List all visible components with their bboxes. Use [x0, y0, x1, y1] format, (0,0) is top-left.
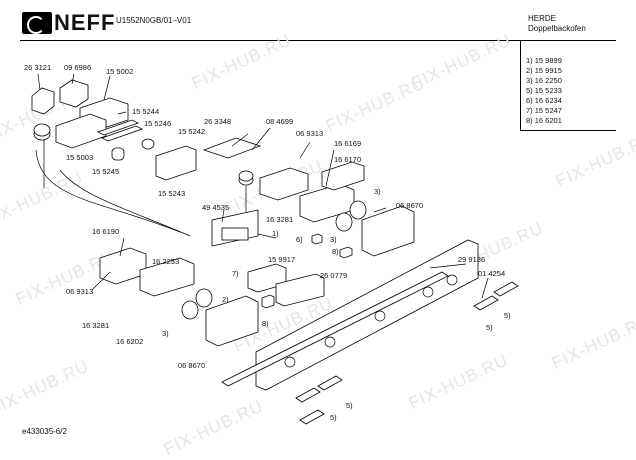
- part-label: 16 6169: [334, 139, 362, 148]
- holder-part: [59, 79, 89, 108]
- control-panel-lip: [221, 271, 449, 387]
- part-label: 16 3281: [82, 321, 110, 330]
- header-rule: [20, 40, 616, 41]
- knob-ring: [181, 300, 199, 320]
- part-label: 6): [296, 235, 303, 244]
- clip-part: [311, 233, 323, 245]
- part-label: 15 5246: [144, 119, 172, 128]
- part-label: 15 9917: [268, 255, 296, 264]
- switch-block: [55, 113, 107, 149]
- part-label: 5): [486, 323, 493, 332]
- part-label: 15 5242: [178, 127, 206, 136]
- part-label: 8): [332, 247, 339, 256]
- subcategory-title: Doppelbackofen: [528, 24, 586, 33]
- category-title: HERDE: [528, 14, 557, 23]
- spring-ring: [238, 170, 254, 182]
- part-label: 06 8670: [396, 201, 424, 210]
- legend-item: 3) 16 2250: [526, 76, 562, 85]
- switch-strip: [100, 125, 144, 142]
- knob-ring: [335, 212, 353, 232]
- clip-part: [261, 294, 275, 309]
- part-label: 15 5245: [92, 167, 120, 176]
- part-label: 16 2253: [152, 257, 180, 266]
- clock-display: [221, 227, 249, 241]
- knob-stem: [141, 138, 155, 150]
- part-label: 3): [330, 235, 337, 244]
- knob-small: [111, 147, 125, 161]
- part-label: 15 5243: [158, 189, 186, 198]
- panel-knob-hole: [374, 310, 386, 322]
- part-label: 06 9313: [66, 287, 94, 296]
- part-label: 2): [222, 295, 229, 304]
- legend-item: 2) 15 9915: [526, 66, 562, 75]
- neff-logo-mark: [22, 12, 52, 34]
- part-label: 26 3121: [24, 63, 52, 72]
- part-label: 26 0779: [320, 271, 348, 280]
- wire-harness: [35, 149, 181, 233]
- spring-ring: [33, 123, 51, 137]
- control-knob: [473, 295, 499, 311]
- part-label: 5): [330, 413, 337, 422]
- switch-housing: [259, 167, 309, 201]
- legend-item: 8) 16 6201: [526, 116, 562, 125]
- part-label: 09 6986: [64, 63, 92, 72]
- part-label: 5): [504, 311, 511, 320]
- part-label: 15 5244: [132, 107, 160, 116]
- control-knob: [317, 375, 343, 391]
- knob-ring: [349, 200, 367, 220]
- part-label: 16 6170: [334, 155, 362, 164]
- part-label: 5): [346, 401, 353, 410]
- part-label: 3): [374, 187, 381, 196]
- connector-block: [155, 145, 197, 181]
- parts-drawing: [31, 73, 519, 425]
- clip-part: [339, 246, 353, 259]
- part-label: 26 3348: [204, 117, 232, 126]
- holder-part: [31, 87, 55, 115]
- switch-housing: [99, 247, 147, 285]
- part-legend: 1) 15 9899 2) 15 9915 3) 16 2250 5) 15 5…: [526, 56, 562, 126]
- legend-rule: [520, 130, 616, 131]
- part-label: 29 9136: [458, 255, 486, 264]
- neff-logo: NEFF: [22, 10, 115, 36]
- part-label: 1): [272, 229, 279, 238]
- part-label: 16 6202: [116, 337, 144, 346]
- switch-housing: [139, 257, 195, 297]
- part-label: 15 5003: [66, 153, 94, 162]
- wire-harness: [59, 169, 191, 237]
- control-knob: [493, 281, 519, 297]
- legend-item: 1) 15 9899: [526, 56, 562, 65]
- part-label: 49 4535: [202, 203, 230, 212]
- knob-ring: [195, 288, 213, 308]
- exploded-parts-diagram: NEFF U1552N0GB/01–V01 HERDE Doppelbackof…: [0, 10, 636, 459]
- part-label: 3): [162, 329, 169, 338]
- mounting-plate: [205, 295, 259, 347]
- legend-item: 7) 15 5247: [526, 106, 562, 115]
- panel-knob-hole: [284, 356, 296, 368]
- document-id: e433035-6/2: [22, 427, 67, 436]
- part-label: 8): [262, 319, 269, 328]
- part-label: 7): [232, 269, 239, 278]
- panel-knob-hole: [422, 286, 434, 298]
- upper-bracket: [202, 137, 262, 159]
- part-label: 01 4254: [478, 269, 506, 278]
- brand-name: NEFF: [54, 10, 116, 35]
- bracket-part: [275, 273, 325, 307]
- part-label: 06 8670: [178, 361, 206, 370]
- part-label: 15 5002: [106, 67, 134, 76]
- panel-knob-hole: [446, 274, 458, 286]
- legend-item: 6) 16 6234: [526, 96, 562, 105]
- model-number: U1552N0GB/01–V01: [116, 16, 192, 25]
- part-label: 08 4699: [266, 117, 294, 126]
- control-knob: [295, 387, 321, 403]
- panel-knob-hole: [324, 336, 336, 348]
- part-label: 06 9313: [296, 129, 324, 138]
- part-label: 16 6190: [92, 227, 120, 236]
- mounting-plate: [361, 205, 415, 257]
- switch-strip: [96, 119, 140, 136]
- legend-item: 5) 15 5233: [526, 86, 562, 95]
- switch-housing: [321, 161, 365, 191]
- part-label: 16 3281: [266, 215, 294, 224]
- control-knob: [299, 409, 325, 425]
- legend-divider: [520, 40, 521, 130]
